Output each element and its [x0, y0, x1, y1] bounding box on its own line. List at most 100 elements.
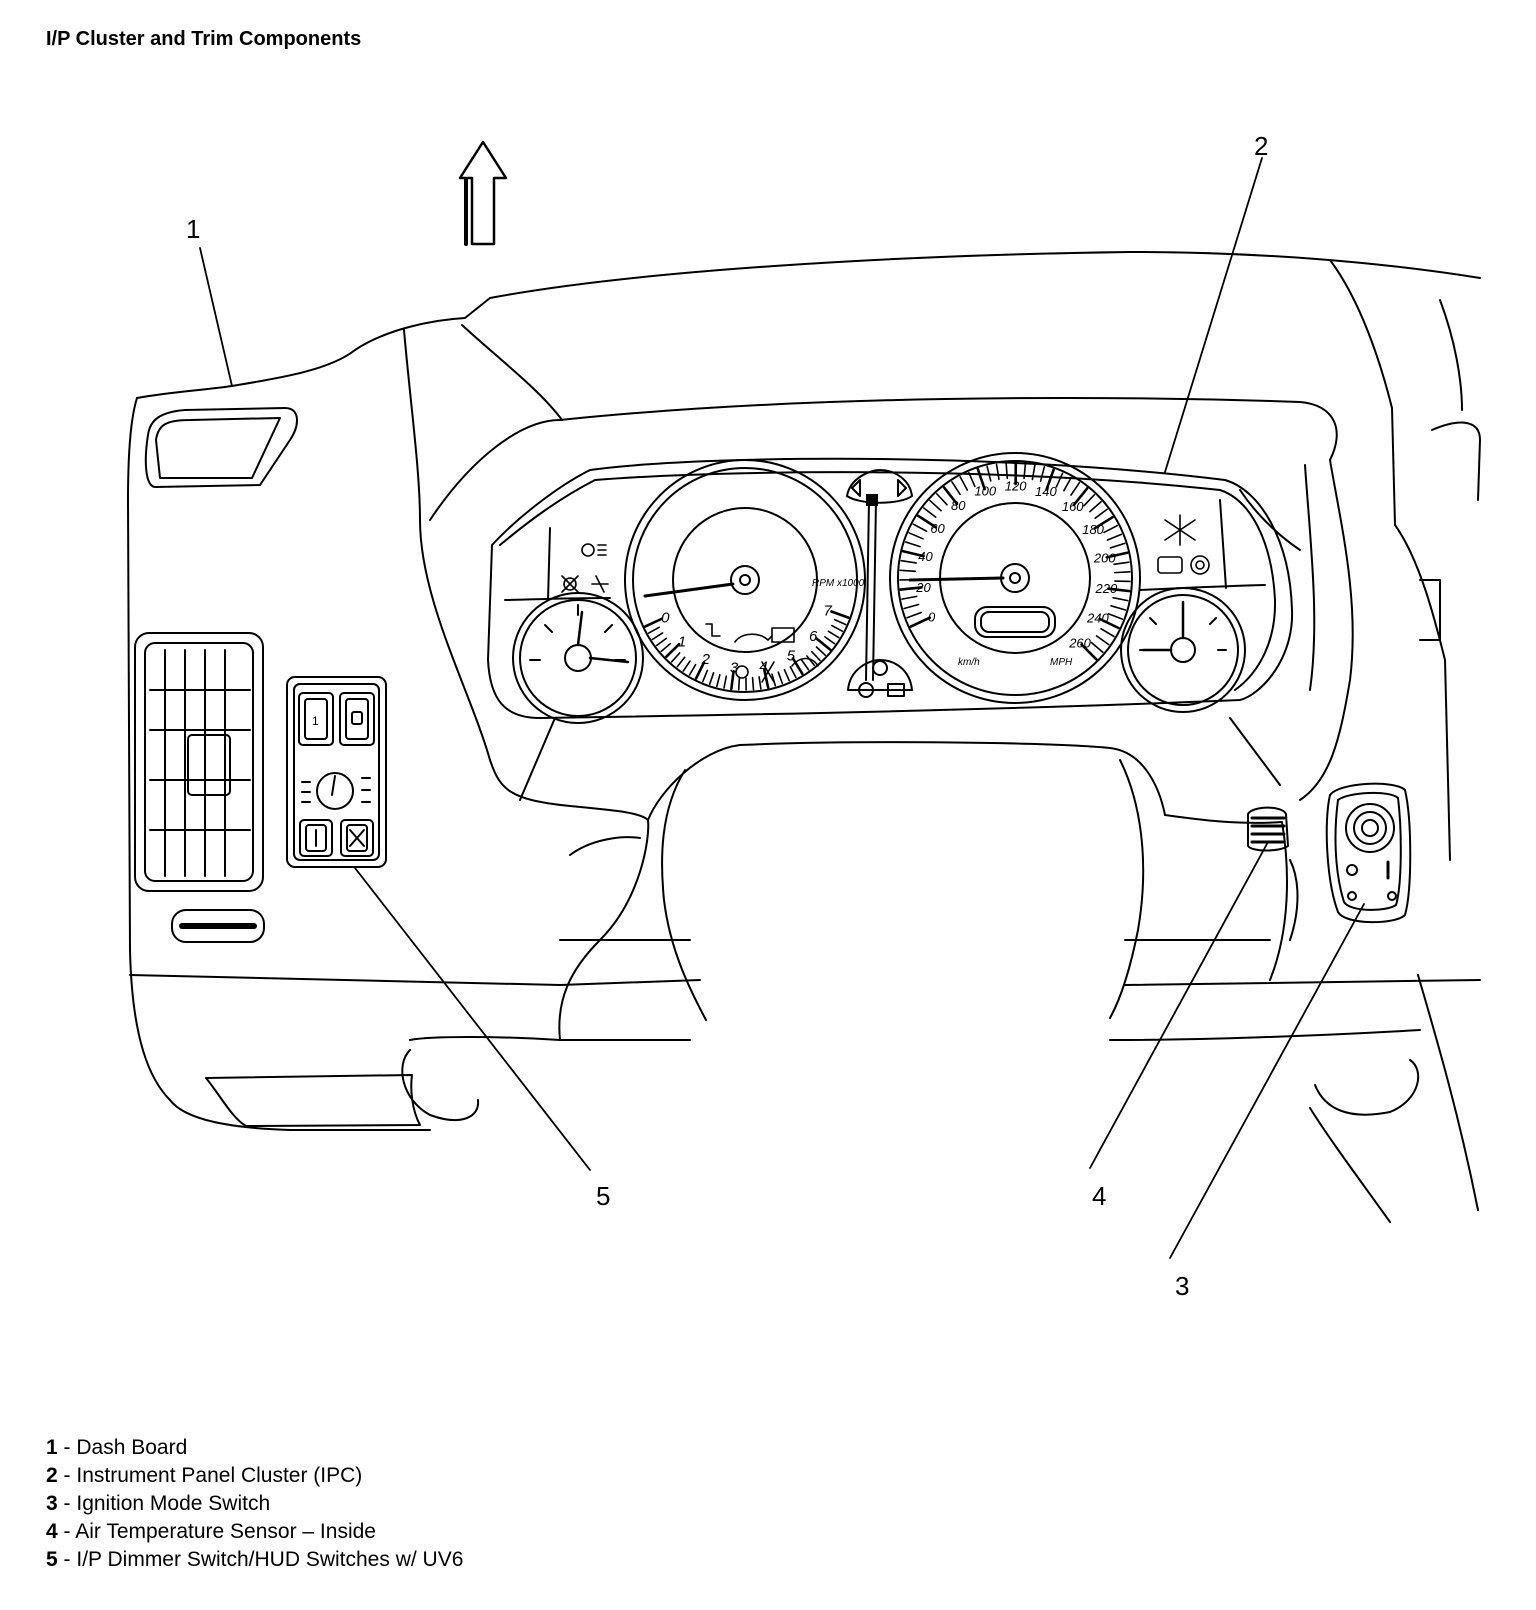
dial-minor-tick	[676, 656, 686, 668]
dial-major-tick	[1105, 551, 1129, 559]
dial-minor-tick	[1107, 612, 1124, 620]
dial-minor-tick	[833, 618, 847, 626]
dial-minor-tick	[670, 652, 681, 663]
dial-number: 2	[701, 651, 711, 668]
dial-minor-tick	[986, 465, 992, 482]
dial-minor-tick	[995, 463, 1000, 481]
dial-minor-tick	[708, 672, 715, 685]
dial-minor-tick	[655, 637, 668, 647]
dial-minor-tick	[912, 523, 928, 533]
odometer-display	[974, 606, 1056, 638]
dial-major-tick	[830, 610, 850, 619]
dial-minor-tick	[800, 659, 810, 671]
dial-major-tick	[1072, 487, 1089, 507]
dial-minor-tick	[723, 675, 728, 689]
dial-minor-tick	[688, 663, 697, 676]
dial-minor-tick	[908, 532, 924, 540]
dial-minor-tick	[929, 499, 942, 512]
air-temperature-sensor	[1247, 806, 1289, 852]
dial-minor-tick	[935, 492, 948, 506]
legend-item: 1 - Dash Board	[46, 1436, 188, 1459]
dial-minor-tick	[903, 603, 920, 610]
dial-minor-tick	[715, 673, 721, 688]
dial-minor-tick	[824, 636, 836, 645]
battery-icon	[771, 627, 795, 643]
rear-fog-icon	[591, 575, 609, 593]
dial-number: 160	[1062, 499, 1084, 514]
dial-major-tick	[1080, 643, 1098, 661]
dial-number: 40	[918, 549, 933, 564]
legend-item: 2 - Instrument Panel Cluster (IPC)	[46, 1464, 363, 1487]
dial-minor-tick	[827, 630, 840, 639]
dial-number: 260	[1068, 636, 1091, 651]
dial-minor-tick	[737, 677, 741, 691]
dial-major-tick	[664, 642, 681, 659]
dial-number: 7	[824, 602, 833, 619]
security-icon	[887, 683, 905, 697]
callout-2: 2	[1254, 131, 1268, 161]
dial-minor-tick	[1106, 533, 1123, 541]
ignition-mode-switch	[1325, 782, 1412, 924]
dial-number: 3	[730, 660, 739, 677]
snowflake-icon	[1164, 514, 1196, 546]
airbag-icon	[761, 661, 775, 683]
tire-pressure-icon	[791, 657, 819, 667]
km-unit-label: km/h	[958, 657, 980, 668]
oil-pressure-icon	[734, 633, 773, 643]
dial-number: 240	[1086, 611, 1109, 626]
dial-minor-tick	[906, 611, 922, 619]
dial-minor-tick	[1103, 524, 1119, 534]
dial-minor-tick	[1109, 542, 1126, 549]
dial-major-tick	[1098, 617, 1120, 630]
dial-major-tick	[814, 636, 832, 651]
dial-major-tick	[909, 616, 932, 628]
coolant-temp-icon	[705, 623, 721, 637]
dial-major-tick	[1093, 515, 1114, 530]
dial-minor-tick	[701, 669, 709, 683]
hud-icon	[351, 711, 363, 725]
dial-number: 1	[678, 634, 686, 651]
dial-minor-tick	[751, 676, 755, 691]
dial-minor-tick	[806, 655, 816, 667]
dial-minor-tick	[777, 671, 784, 685]
traction-control-icon	[872, 660, 888, 676]
dial-major-tick	[976, 467, 986, 491]
legend: 1 - Dash Board 2 - Instrument Panel Clus…	[46, 1434, 463, 1574]
callout-4: 4	[1092, 1181, 1106, 1211]
dial-number: 100	[974, 483, 996, 498]
fog-lamp-icon	[581, 543, 595, 557]
dial-minor-tick	[789, 666, 797, 679]
forward-arrow-icon	[458, 140, 508, 246]
dial-major-tick	[694, 661, 706, 680]
dial-minor-tick	[1095, 635, 1110, 646]
dial-major-tick	[730, 669, 735, 691]
dial-number: 5	[787, 647, 796, 664]
dial-number: 0	[661, 609, 670, 626]
dial-number: 120	[1005, 479, 1027, 494]
leader-lines	[199, 157, 1365, 1259]
dial-number: 6	[809, 628, 818, 645]
turn-signal-icon	[851, 479, 907, 497]
dial-number: 140	[1035, 484, 1057, 499]
dial-major-tick	[644, 617, 663, 628]
tach-unit-label: RPM x1000	[812, 578, 865, 589]
left-air-vent	[134, 407, 298, 943]
dial-minor-tick	[959, 476, 969, 491]
temp-gauge	[1120, 587, 1246, 713]
dial-number: 220	[1095, 581, 1118, 596]
dial-minor-tick	[1114, 571, 1131, 574]
dial-minor-tick	[1110, 605, 1127, 611]
dial-minor-tick	[1100, 628, 1115, 638]
brake-warning-icon	[858, 682, 874, 698]
dial-number: 0	[928, 609, 936, 624]
dial-minor-tick	[1023, 462, 1027, 480]
tachometer	[624, 459, 866, 701]
dial-minor-tick	[900, 559, 917, 564]
dial-minor-tick	[1005, 462, 1009, 480]
dial-minor-tick	[647, 626, 660, 634]
dial-minor-tick	[783, 668, 791, 682]
dial-major-tick	[916, 514, 938, 529]
dial-major-tick	[1107, 587, 1131, 593]
dial-number: 180	[1082, 522, 1104, 537]
